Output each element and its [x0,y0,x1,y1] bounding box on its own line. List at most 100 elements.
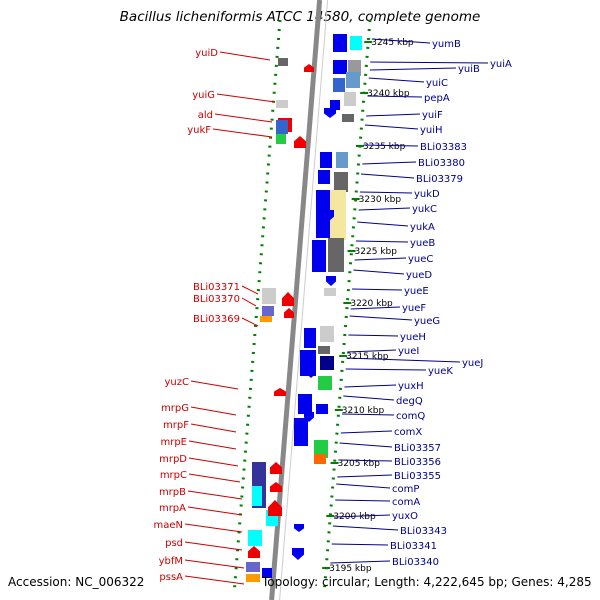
left-gene-label: yuiG [192,90,215,101]
right-gene-label: comQ [396,411,425,422]
right-gene-label: yuiF [422,110,443,121]
right-callout-line [334,514,391,518]
gene-feature [312,240,326,272]
gene-feature [262,568,272,578]
right-gene-label: yuiH [420,125,443,136]
right-gene-label: yueD [406,270,432,281]
right-gene-label: BLi03380 [418,158,465,169]
left-callout-line [184,559,245,569]
gene-feature [320,356,334,370]
gene-feature [316,404,328,414]
right-gene-label: BLi03343 [400,526,447,537]
left-gene-label: ald [198,110,213,121]
forward-gene-arrow [326,276,336,286]
left-gene-label: yuzC [165,377,190,388]
reverse-gene-arrow [294,136,306,148]
forward-gene-arrow [324,108,336,118]
right-callout-line [370,61,489,64]
left-gene-label: mrpE [160,437,187,448]
right-gene-label: comA [392,497,420,508]
kbp-tick-label: 3205 kbp [338,459,381,469]
genome-backbone [269,0,329,600]
right-gene-label: degQ [396,396,423,407]
gene-feature [276,134,286,144]
right-gene-label: BLi03355 [394,471,441,482]
right-callout-line [345,368,427,371]
accession-label: Accession: NC_006322 [8,575,145,589]
gene-feature [246,562,260,572]
right-callout-line [357,221,409,227]
gene-feature [350,36,362,50]
right-callout-line [348,334,399,337]
right-callout-line [353,269,405,275]
left-gene-label: mrpA [159,503,186,514]
left-gene-label: yukF [187,125,211,136]
right-gene-label: yueC [408,254,433,265]
right-gene-label: BLi03379 [416,174,463,185]
gene-feature [318,346,330,354]
left-callout-line [187,506,243,516]
left-callout-line [190,380,239,390]
forward-gene-arrow [292,548,304,560]
left-callout-line [184,575,245,585]
left-callout-line [190,423,237,433]
left-callout-line [188,457,239,467]
right-gene-label: comX [394,427,422,438]
backbone-inner-line [279,0,329,600]
right-callout-line [364,124,419,130]
kbp-tick-label: 3235 kbp [363,142,406,152]
right-callout-line [337,474,393,478]
reverse-gene-arrow [274,388,286,396]
left-callout-line [216,93,276,103]
right-gene-label: yueB [410,238,435,249]
gene-feature [333,78,345,92]
right-callout-line [342,413,395,416]
right-gene-label: yueK [428,366,453,377]
forward-gene-arrow [294,524,304,532]
right-callout-line [344,384,397,388]
gene-feature [320,152,332,168]
gene-feature [333,60,347,74]
right-callout-line [331,543,389,546]
reverse-gene-arrow [304,64,314,72]
right-callout-line [343,395,395,401]
gene-feature [336,152,348,168]
right-gene-label: pepA [424,93,450,104]
right-callout-line [359,191,413,194]
right-gene-label: yuxO [392,511,418,522]
right-gene-label: yueF [402,303,426,314]
gene-feature [298,394,312,414]
kbp-tick-label: 3245 kbp [371,38,414,48]
gene-feature [252,486,262,506]
gene-feature [294,418,308,446]
right-gene-label: yuiC [426,78,448,89]
right-callout-line [355,240,409,243]
gene-feature [262,306,274,316]
right-callout-line [352,288,403,291]
gene-feature [246,574,260,582]
right-gene-label: BLi03356 [394,457,441,468]
right-gene-label: yueJ [462,358,483,369]
right-gene-label: yueI [398,346,419,357]
right-callout-line [363,144,419,147]
gene-feature [330,190,346,240]
right-callout-line [362,161,417,165]
gene-feature [324,288,336,296]
gene-callouts: yumByuiAyuiByuiCpepAyuiFyuiHBLi03383BLi0… [153,38,512,585]
right-callout-line [358,207,411,211]
right-callout-line [340,430,393,434]
right-callout-line [347,349,397,353]
right-gene-label: yuiB [458,64,480,75]
gene-feature [304,328,316,348]
gene-feature [314,454,326,464]
right-gene-label: yueE [404,286,429,297]
left-callout-line [187,490,243,500]
right-callout-line [366,113,421,117]
kbp-tick-label: 3215 kbp [346,352,389,362]
left-callout-line [188,440,237,450]
left-callout-line [219,51,271,61]
right-callout-line [367,95,423,98]
left-gene-label: mrpG [161,403,189,414]
